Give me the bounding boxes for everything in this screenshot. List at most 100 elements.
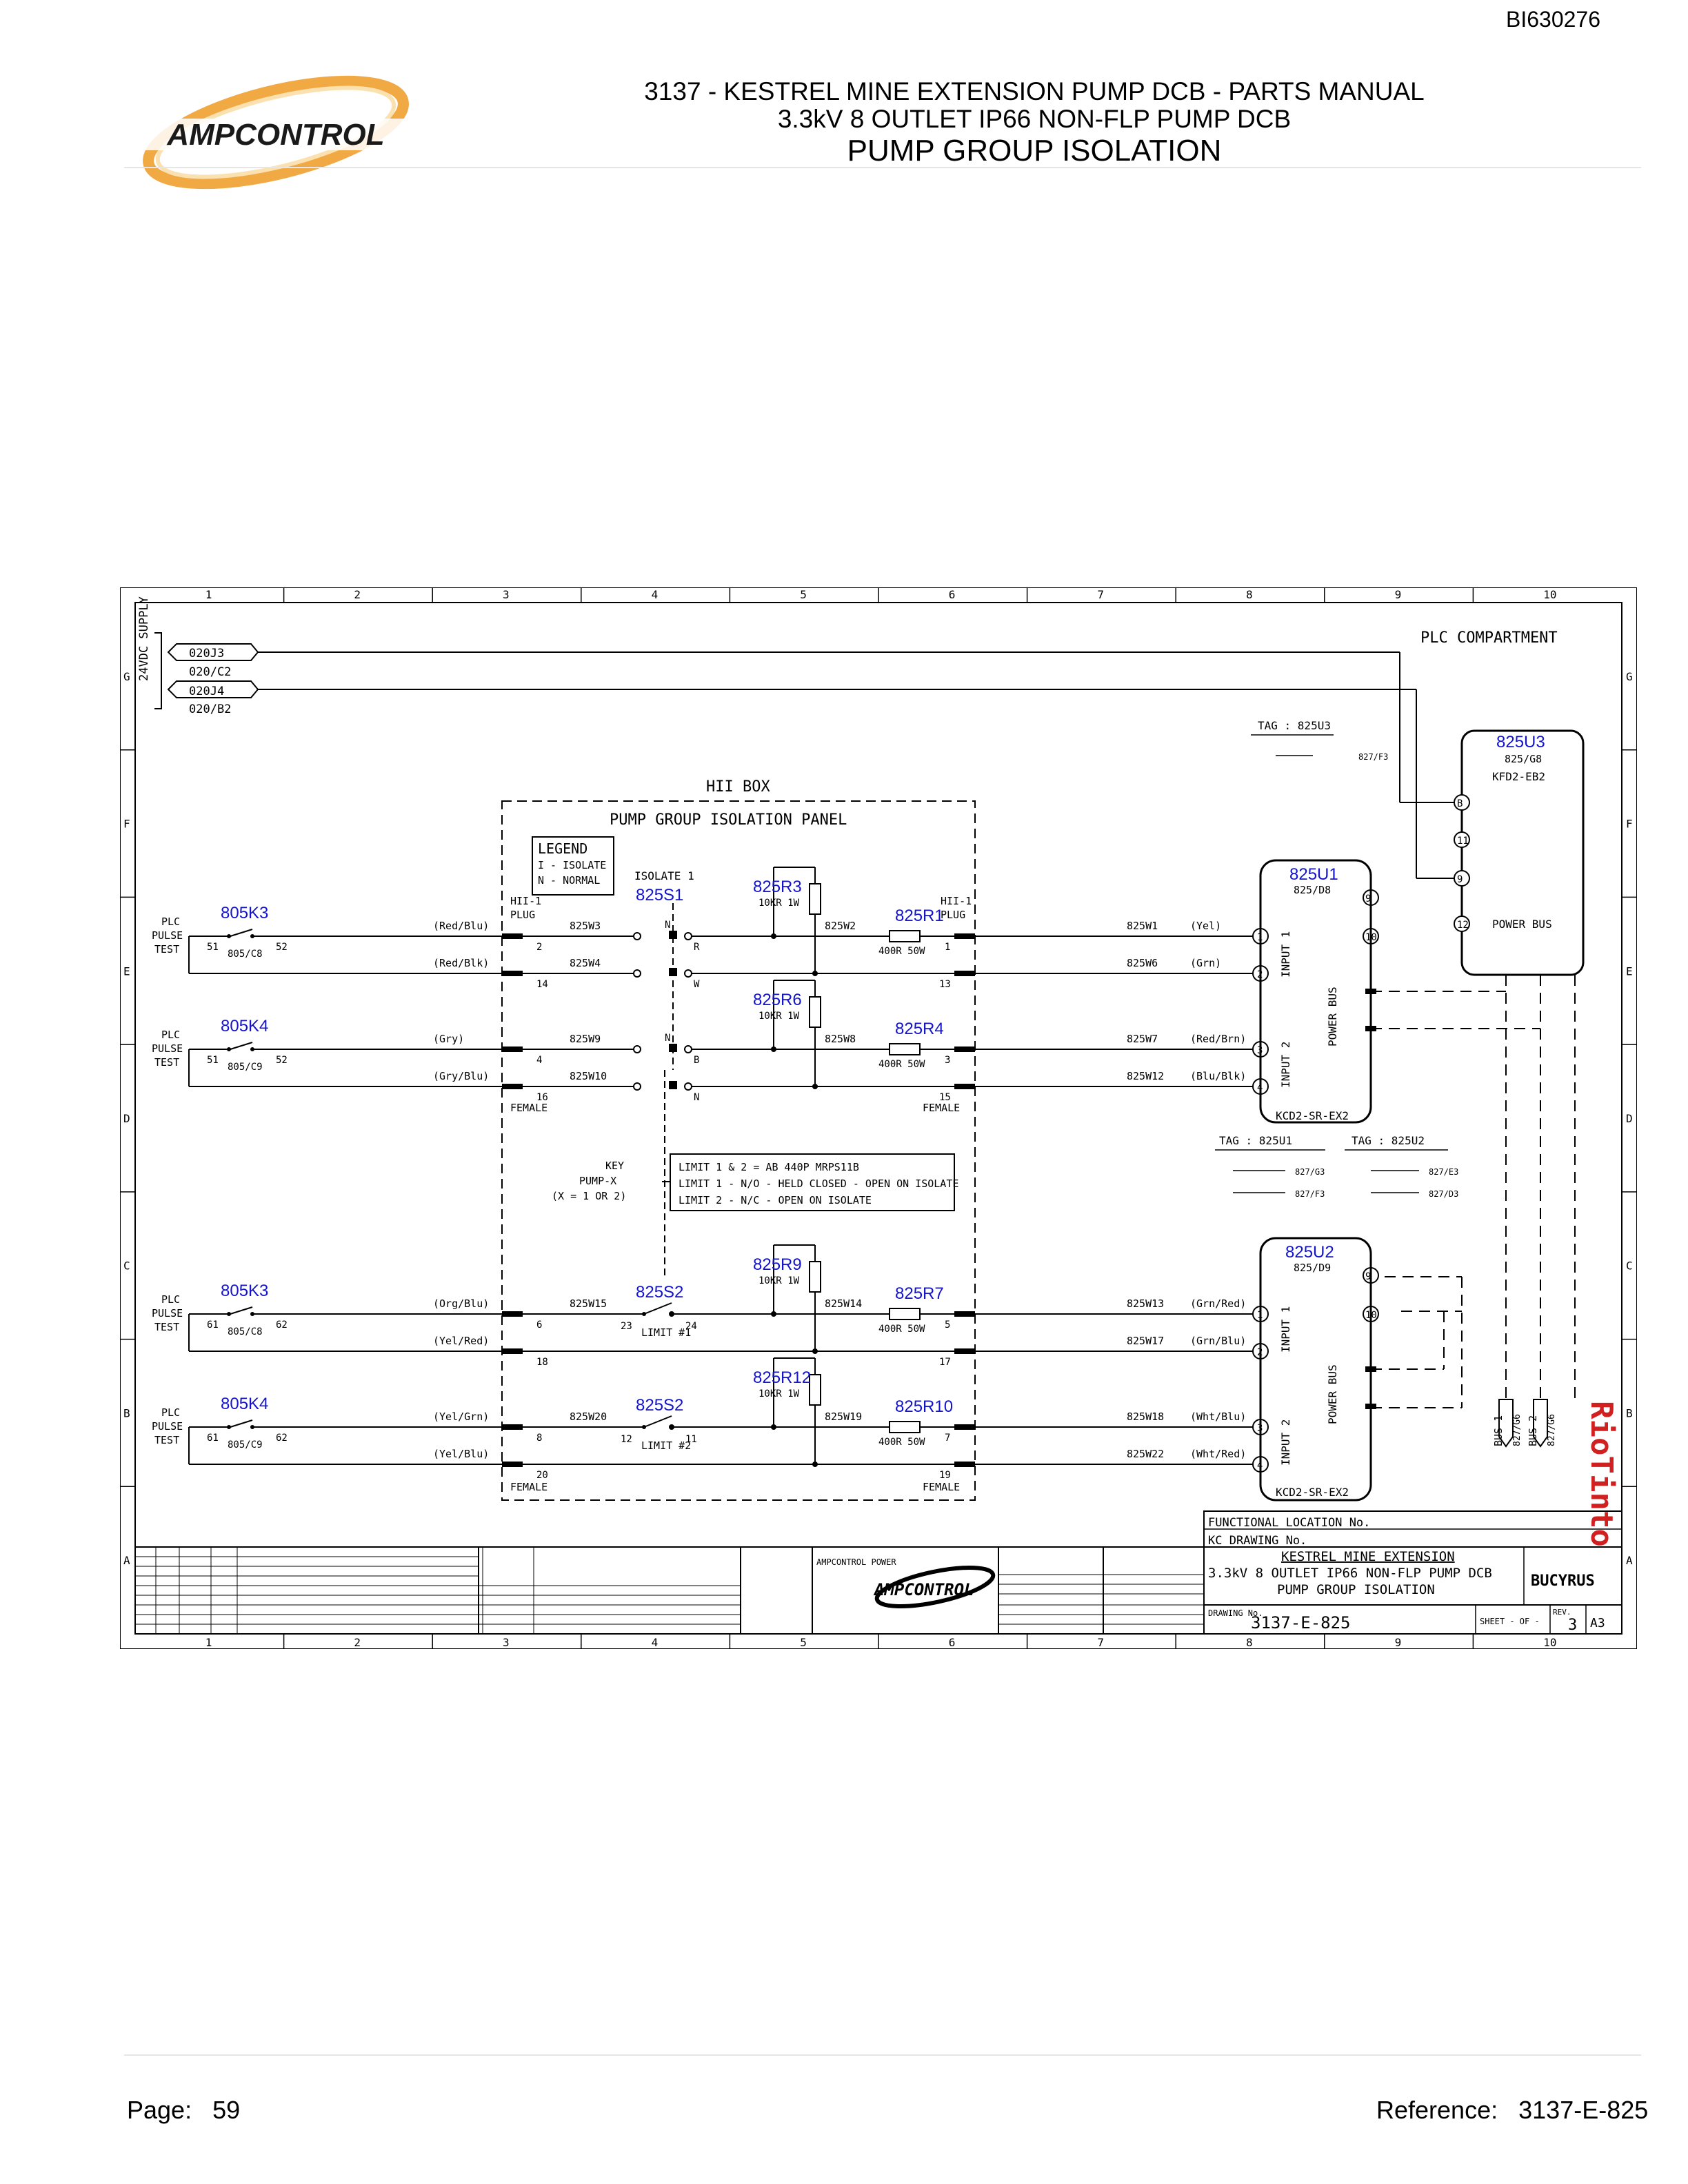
- key-note: PUMP-X: [579, 1175, 616, 1187]
- schematic-line: [954, 1311, 975, 1317]
- plc-pulse-label: PLC: [161, 1406, 180, 1419]
- wire-label: 825W1: [1127, 920, 1158, 932]
- contact-number: 52: [276, 1055, 288, 1066]
- wire-color: (Red/Blk): [433, 957, 489, 969]
- schematic-line: [669, 1081, 677, 1089]
- contact-number: 51: [207, 942, 219, 953]
- limit-note: LIMIT 1 & 2 = AB 440P MRPS11B: [679, 1161, 859, 1173]
- wire-label: 825W3: [570, 920, 601, 932]
- grid-row-label: A: [1626, 1554, 1633, 1567]
- plug-label: PLUG: [941, 909, 965, 921]
- resistor-value: 10KR 1W: [758, 1388, 800, 1399]
- wire-color: (Grn/Red): [1190, 1297, 1246, 1310]
- plug-label: PLUG: [510, 909, 535, 921]
- schematic-line: [642, 1312, 646, 1316]
- pin-number: 18: [536, 1357, 548, 1368]
- schematic-line: [954, 933, 975, 939]
- schematic-line: [1460, 729, 1585, 976]
- pin-number: 1: [945, 942, 950, 953]
- terminal-number: 9: [1457, 874, 1463, 885]
- bus-label: BUS 2: [1527, 1415, 1539, 1446]
- grid-row-label: E: [1626, 964, 1633, 978]
- schematic-line: [669, 931, 677, 939]
- limit-note: LIMIT 1 - N/O - HELD CLOSED - OPEN ON IS…: [679, 1177, 958, 1190]
- schematic-line: [812, 971, 818, 976]
- contact-number: 11: [685, 1434, 697, 1445]
- contact-number: 62: [276, 1320, 288, 1331]
- switch-position: N: [665, 1033, 670, 1044]
- schematic-line: [230, 1419, 253, 1428]
- plug-label: FEMALE: [923, 1102, 960, 1114]
- plc-pulse-label: PLC: [161, 1293, 180, 1306]
- title-block-line: 3.3kV 8 OUTLET IP66 NON-FLP PUMP DCB: [1208, 1566, 1492, 1581]
- header-title: 3137 - KESTREL MINE EXTENSION PUMP DCB -…: [644, 77, 1425, 105]
- schematic-line: [889, 1421, 921, 1433]
- device-825S2: 825S2: [636, 1283, 683, 1302]
- input-label: INPUT 1: [1279, 931, 1292, 978]
- device-model: KFD2-EB2: [1492, 770, 1545, 783]
- schematic-line: [812, 1462, 818, 1467]
- input-label: INPUT 2: [1279, 1419, 1292, 1466]
- bus-label: BUS 1: [1492, 1415, 1505, 1446]
- plug-label: FEMALE: [923, 1481, 960, 1493]
- plug-label: HII-1: [510, 895, 541, 907]
- pin-number: 4: [536, 1055, 542, 1066]
- grid-row-label: D: [123, 1112, 130, 1125]
- footer-reference: Reference: 3137-E-825: [1376, 2096, 1649, 2124]
- contact-number: 51: [207, 1055, 219, 1066]
- document-code: BI630276: [1506, 7, 1601, 32]
- switch-position: B: [694, 1055, 699, 1066]
- schematic-line: [633, 932, 641, 940]
- grid-column-label: 2: [354, 1636, 361, 1649]
- plc-pulse-label: TEST: [154, 943, 179, 956]
- wire-label: 825W7: [1127, 1033, 1158, 1045]
- wire-label: 825W13: [1127, 1297, 1164, 1310]
- grid-column-label: 4: [652, 1636, 659, 1649]
- pin-number: 19: [939, 1470, 951, 1481]
- schematic-line: [502, 933, 523, 939]
- func-location-label: FUNCTIONAL LOCATION No.: [1208, 1516, 1370, 1530]
- key-note: (X = 1 OR 2): [552, 1190, 626, 1202]
- resistor-value: 10KR 1W: [758, 898, 800, 909]
- schematic-line: [502, 1311, 523, 1317]
- tag-ref: 827/F3: [1295, 1189, 1325, 1199]
- schematic-line: [502, 1084, 523, 1089]
- wire-label: 825W14: [825, 1297, 862, 1310]
- pin-number: 6: [536, 1320, 542, 1331]
- schematic-line: [954, 1084, 975, 1089]
- terminal-number: B: [1457, 798, 1463, 809]
- schematic-line: [633, 969, 641, 978]
- contact-number: 23: [621, 1321, 632, 1332]
- pin-number: 17: [939, 1357, 951, 1368]
- power-bus-label: POWER BUS: [1492, 918, 1552, 931]
- supply-wire-tag: 020J4: [189, 685, 224, 698]
- schematic-line: [502, 1348, 523, 1354]
- revision: 3: [1568, 1617, 1577, 1634]
- schematic-line: [771, 933, 776, 939]
- title-block: FUNCTIONAL LOCATION No. KC DRAWING No. A…: [135, 1510, 1622, 1634]
- limit-note: LIMIT 2 - N/C - OPEN ON ISOLATE: [679, 1194, 872, 1206]
- riotinto-logo: RioTinto: [1584, 1401, 1619, 1547]
- schematic-line: [771, 1311, 776, 1317]
- grid-column-label: 6: [949, 588, 956, 601]
- schematic-line: [633, 1045, 641, 1053]
- grid-column-label: 7: [1097, 588, 1104, 601]
- resistor: 825R7: [895, 1284, 944, 1303]
- contact-number: 52: [276, 942, 288, 953]
- wire-color: (Yel/Grn): [433, 1410, 489, 1423]
- relay-ref: 805/C8: [228, 949, 263, 960]
- drawing-number: 3137-E-825: [1251, 1613, 1351, 1632]
- plc-pulse-label: TEST: [154, 1056, 179, 1069]
- schematic-line: [954, 971, 975, 976]
- device-ref: 825/G8: [1505, 753, 1542, 765]
- wire-label: 825W12: [1127, 1070, 1164, 1082]
- relay-contact: 805K4: [221, 1395, 268, 1413]
- schematic-line: [669, 1424, 674, 1430]
- grid-row-label: G: [1626, 670, 1633, 683]
- switch-label: LIMIT #2: [641, 1439, 691, 1452]
- schematic-line: [643, 1302, 672, 1315]
- wire-label: 825W22: [1127, 1448, 1164, 1460]
- schematic-line: [809, 883, 821, 915]
- pin-number: 5: [945, 1320, 950, 1331]
